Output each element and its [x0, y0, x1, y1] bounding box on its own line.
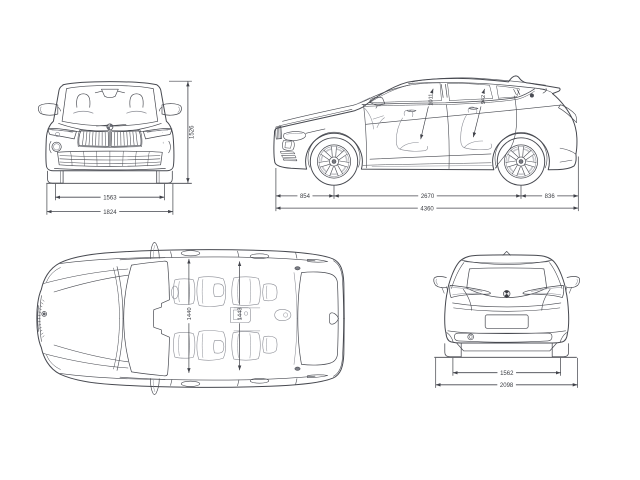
svg-text:1562: 1562	[500, 371, 514, 377]
svg-text:942: 942	[481, 95, 487, 104]
svg-text:854: 854	[300, 194, 311, 200]
svg-text:1824: 1824	[103, 210, 117, 216]
svg-text:1443: 1443	[238, 307, 244, 320]
svg-text:1563: 1563	[103, 195, 117, 201]
svg-text:1440: 1440	[187, 307, 193, 320]
svg-text:836: 836	[545, 194, 556, 200]
svg-text:1526: 1526	[189, 125, 195, 139]
svg-text:2670: 2670	[421, 194, 435, 200]
svg-text:1011: 1011	[428, 94, 434, 106]
svg-text:2098: 2098	[500, 383, 514, 389]
svg-text:4360: 4360	[420, 206, 434, 212]
